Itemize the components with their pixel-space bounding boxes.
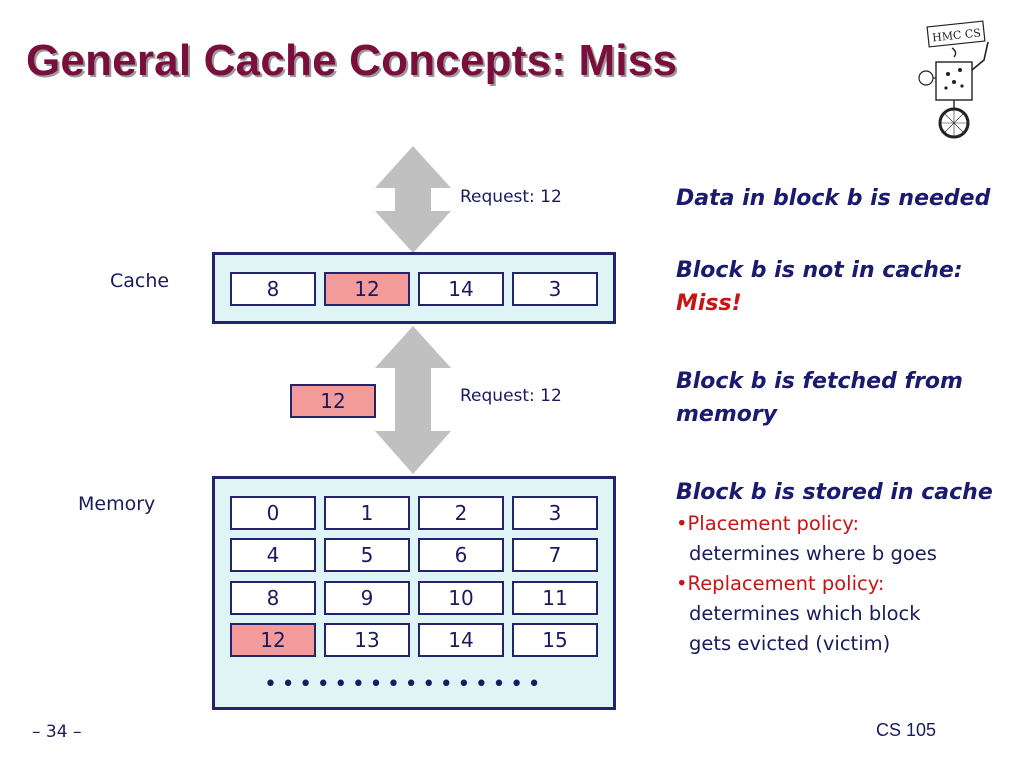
memory-block: 8 — [230, 581, 316, 615]
course-label: CS 105 — [876, 720, 937, 740]
bullet-icon: • — [676, 572, 688, 595]
memory-block: 5 — [324, 538, 410, 572]
memory-block: 1 — [324, 496, 410, 530]
fetched-block: 12 — [290, 384, 376, 418]
memory-block: 13 — [324, 623, 410, 657]
cache-block: 8 — [230, 272, 316, 306]
cache-block: 14 — [418, 272, 504, 306]
memory-block-requested: 12 — [230, 623, 316, 657]
slide-title: General Cache Concepts: Miss — [26, 36, 678, 85]
memory-block: 6 — [418, 538, 504, 572]
logo-text: HMC CS — [932, 26, 982, 44]
bullet-icon: • — [676, 512, 688, 535]
request-label-mid: Request: 12 — [460, 386, 562, 406]
memory-block: 0 — [230, 496, 316, 530]
cache-label: Cache — [110, 270, 170, 292]
memory-block: 4 — [230, 538, 316, 572]
cache-block: 3 — [512, 272, 598, 306]
step-fetched-memory: memory — [676, 402, 778, 427]
step-not-in-cache: Block b is not in cache: — [676, 258, 963, 283]
bullet-replacement-policy: •Replacement policy: — [676, 572, 885, 595]
memory-block: 9 — [324, 581, 410, 615]
memory-block: 3 — [512, 496, 598, 530]
bullet-replacement-desc: determines which block — [689, 602, 921, 625]
page-number: – 34 – — [32, 722, 82, 742]
step-data-needed: Data in block b is needed — [676, 186, 991, 211]
memory-panel: 0 1 2 3 4 5 6 7 8 9 10 11 12 13 14 15 — [212, 476, 616, 710]
request-arrow-mid — [375, 326, 451, 474]
memory-block: 2 — [418, 496, 504, 530]
hmc-cs-logo: HMC CS — [918, 20, 989, 139]
cache-panel: 8 12 14 3 — [212, 252, 616, 324]
bullet-placement-desc: determines where b goes — [689, 542, 937, 565]
memory-block: 14 — [418, 623, 504, 657]
bullet-replacement-desc-2: gets evicted (victim) — [689, 632, 891, 655]
memory-block: 15 — [512, 623, 598, 657]
bullet-placement-policy: •Placement policy: — [676, 512, 860, 535]
request-arrow-top — [375, 146, 451, 253]
cache-block-fetched: 12 — [324, 272, 410, 306]
memory-continuation-dots: •••••••••••••••• — [264, 672, 546, 697]
memory-block: 7 — [512, 538, 598, 572]
request-label-top: Request: 12 — [460, 187, 562, 207]
memory-block: 10 — [418, 581, 504, 615]
memory-label: Memory — [78, 493, 156, 515]
step-fetched: Block b is fetched from — [676, 369, 963, 394]
memory-block: 11 — [512, 581, 598, 615]
step-miss: Miss! — [676, 291, 742, 316]
step-stored: Block b is stored in cache — [676, 480, 993, 505]
